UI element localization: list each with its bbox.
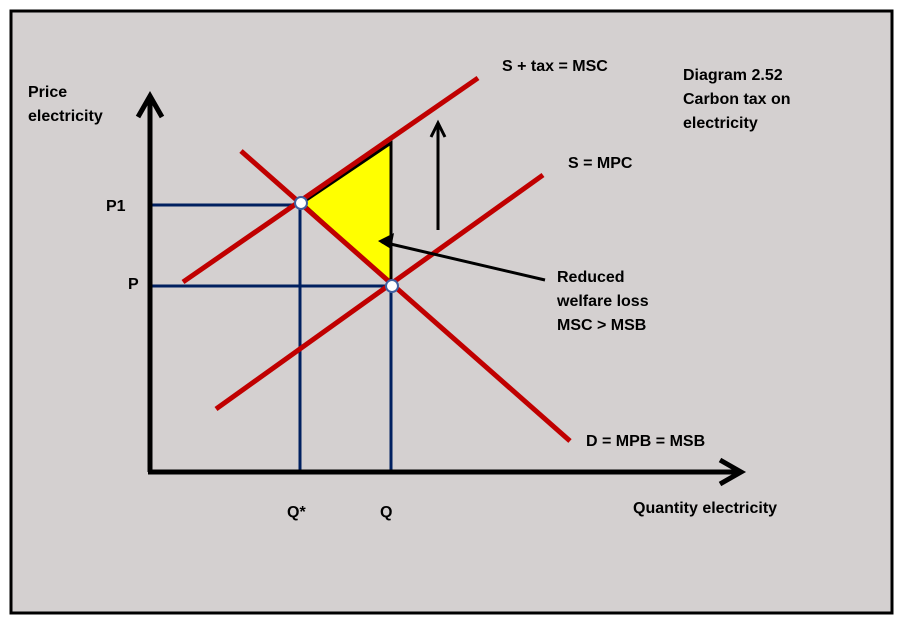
pointer-head-icon: [378, 233, 394, 249]
title-line: Carbon tax on: [683, 91, 791, 108]
annotation-line: welfare loss: [557, 293, 649, 310]
annotation-line: Reduced: [557, 269, 625, 286]
mpc-label: S = MPC: [568, 155, 633, 172]
demand-label: D = MPB = MSB: [586, 433, 706, 450]
y-axis-arrow-icon: [135, 90, 165, 119]
msc-curve: [181, 75, 480, 285]
mpc-curve: [214, 172, 545, 412]
y-axis-label: Price electricity: [28, 81, 103, 129]
p-label: P: [128, 276, 139, 293]
equilibrium-point-social: [294, 196, 308, 210]
p1-label: P1: [106, 198, 126, 215]
equilibrium-point-market: [385, 279, 399, 293]
msc-label: S + tax = MSC: [502, 58, 608, 75]
shift-arrow-head-icon: [429, 119, 447, 138]
x-axis-label: Quantity electricity: [633, 500, 778, 517]
title-line: Diagram 2.52: [683, 67, 783, 84]
welfare-loss-annotation: Reduced welfare loss MSC > MSB: [557, 266, 649, 338]
title-line: electricity: [683, 115, 758, 132]
q-star-label: Q*: [287, 504, 306, 521]
q-label: Q: [380, 504, 393, 521]
x-axis-arrow-icon: [718, 457, 747, 487]
y-label-line: Price: [28, 84, 68, 101]
annotation-pointer: [381, 240, 546, 282]
diagram-title: Diagram 2.52 Carbon tax on electricity: [683, 64, 791, 136]
annotation-line: MSC > MSB: [557, 317, 647, 334]
y-label-line: electricity: [28, 108, 103, 125]
